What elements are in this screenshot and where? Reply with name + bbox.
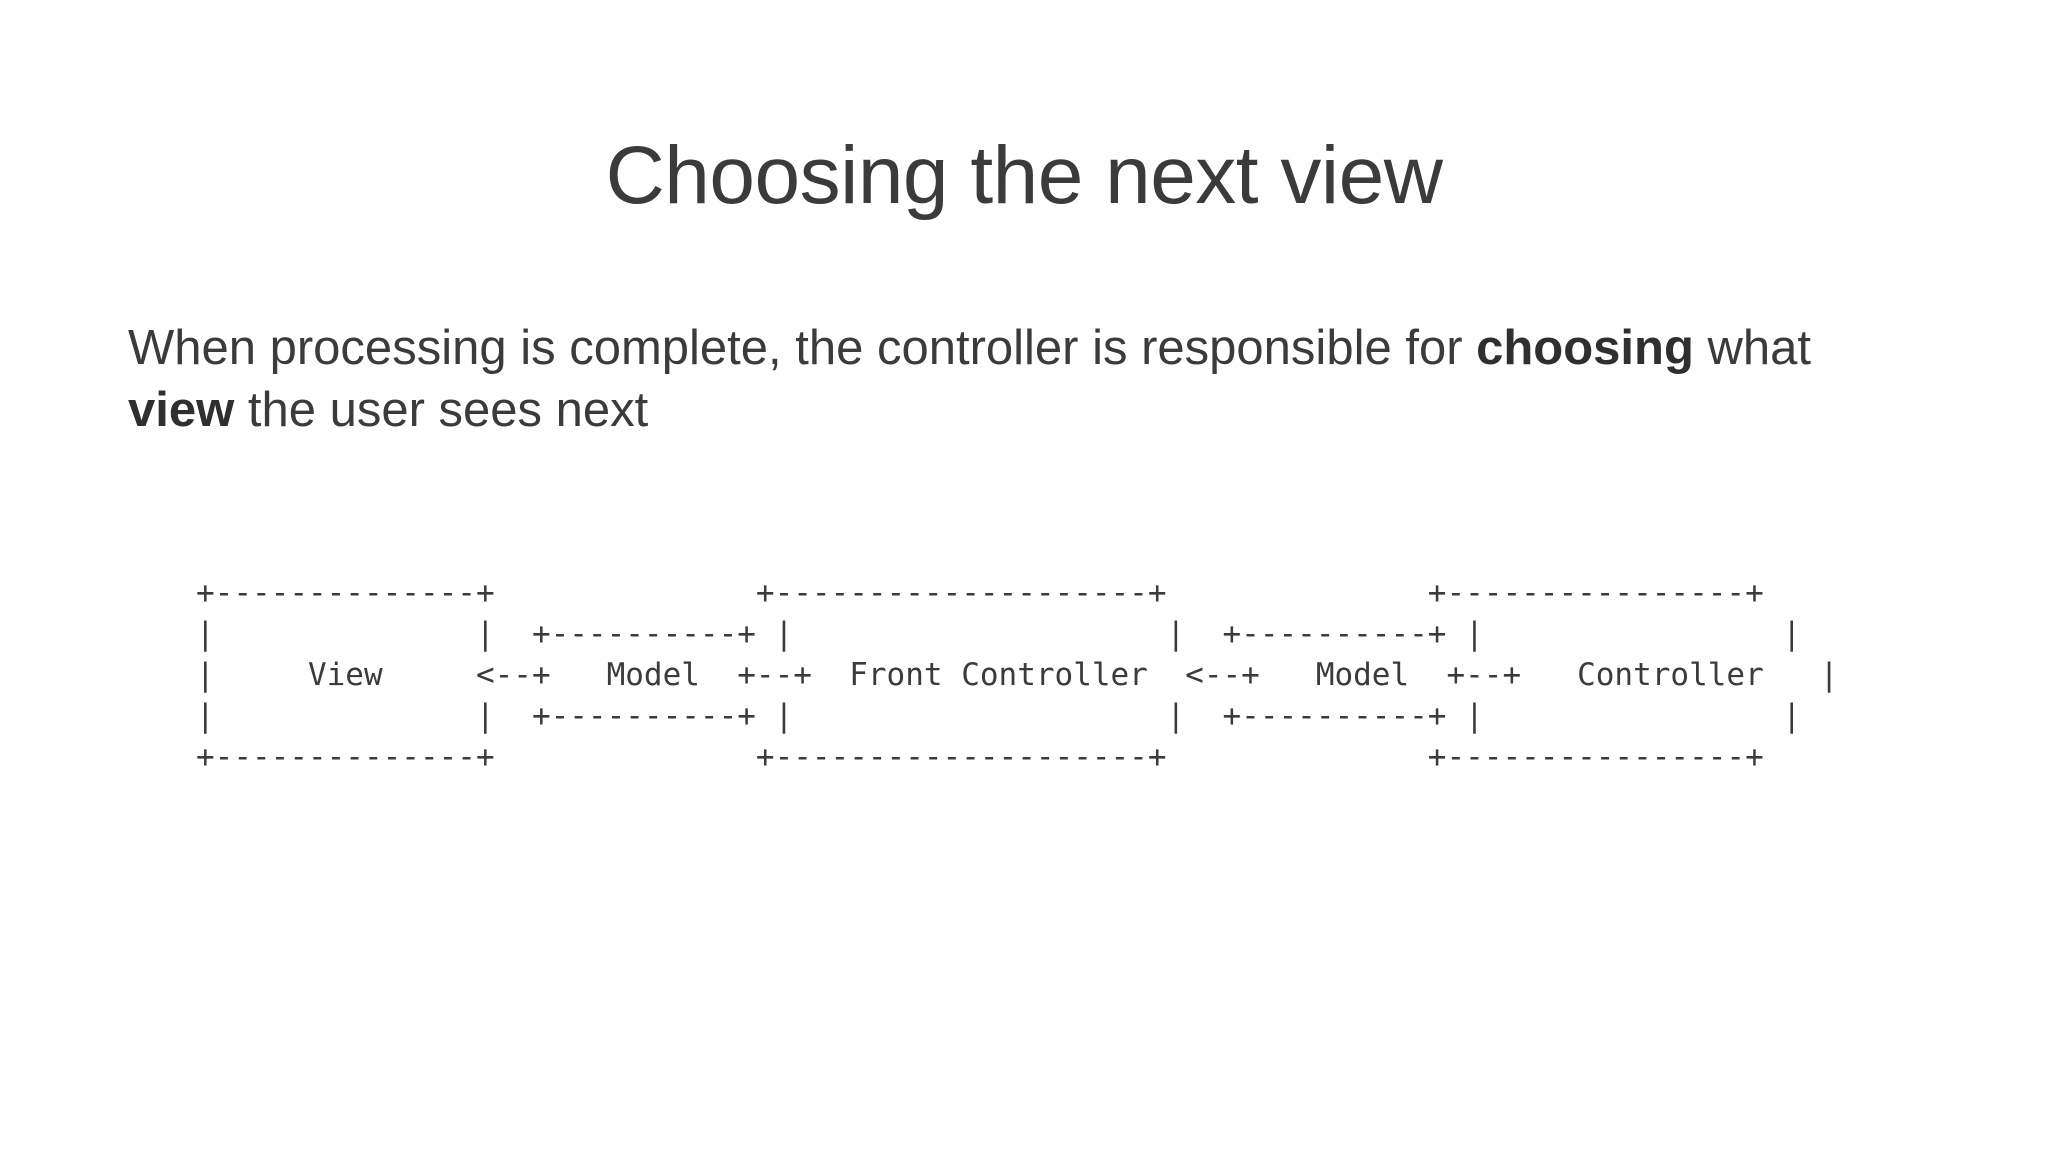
body-segment-3: the user sees next	[234, 383, 649, 438]
slide-body-text: When processing is complete, the control…	[128, 317, 1888, 441]
ascii-diagram-line: +--------------+ +--------------------+ …	[196, 575, 1764, 611]
body-segment-1: When processing is complete, the control…	[128, 321, 1477, 375]
ascii-diagram-line: +--------------+ +--------------------+ …	[196, 739, 1764, 775]
ascii-diagram: +--------------+ +--------------------+ …	[196, 573, 1838, 778]
body-segment-2: what	[1693, 321, 1812, 375]
page-title: Choosing the next view	[605, 129, 1443, 221]
ascii-diagram-line: | View <--+ Model +--+ Front Controller …	[196, 657, 1839, 693]
body-bold-view: view	[128, 383, 235, 438]
ascii-diagram-line: | | +----------+ | | +----------+ | |	[196, 616, 1802, 652]
ascii-diagram-line: | | +----------+ | | +----------+ | |	[196, 698, 1802, 734]
body-bold-choosing: choosing	[1476, 321, 1694, 375]
